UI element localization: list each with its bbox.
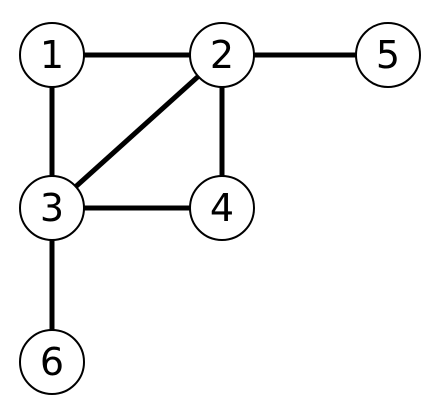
node-1-label: 1 <box>40 33 64 77</box>
node-3: 3 <box>19 175 85 241</box>
node-5-label: 5 <box>376 33 400 77</box>
node-2-label: 2 <box>210 33 234 77</box>
node-2: 2 <box>189 22 255 88</box>
node-1-circle <box>19 22 85 88</box>
node-4-circle <box>189 175 255 241</box>
node-6: 6 <box>19 329 85 395</box>
node-3-label: 3 <box>40 186 64 230</box>
node-4: 4 <box>189 175 255 241</box>
edge-2-3 <box>50 53 224 210</box>
node-1: 1 <box>19 22 85 88</box>
node-3-circle <box>19 175 85 241</box>
node-6-label: 6 <box>40 340 64 384</box>
node-5: 5 <box>355 22 421 88</box>
nodes-layer: 1 2 3 4 5 6 <box>19 22 421 395</box>
node-2-circle <box>189 22 255 88</box>
node-5-circle <box>355 22 421 88</box>
node-4-label: 4 <box>210 186 234 230</box>
node-6-circle <box>19 329 85 395</box>
